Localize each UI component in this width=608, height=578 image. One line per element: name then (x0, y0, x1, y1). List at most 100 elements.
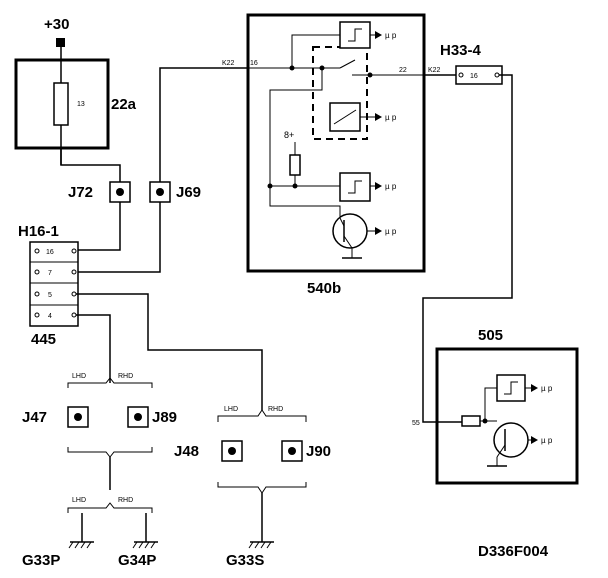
540b-switch-arm (339, 59, 356, 69)
ground-g33s-symbol (248, 541, 274, 549)
505-resistor (461, 415, 481, 427)
540b-supply-label: 8+ (284, 130, 294, 140)
connector-j89-label: J89 (152, 409, 177, 426)
540b-transistor-collector (339, 217, 345, 227)
connector-j47-pin (74, 413, 82, 421)
connector-j90-pin (288, 447, 296, 455)
connector-j72-label: J72 (68, 184, 93, 201)
connector-j89-pin (134, 413, 142, 421)
540b-internal-left (269, 68, 341, 218)
h16-pin-5: 5 (48, 292, 52, 299)
h16-pin-4-left (34, 312, 40, 318)
module-540b (246, 13, 426, 273)
h16-connector (29, 241, 79, 327)
connector-j69-pin (156, 188, 164, 196)
variant-rhd-2: RHD (118, 497, 133, 504)
540b-top-comparator-symbol (348, 28, 362, 42)
540b-transistor (332, 213, 368, 249)
540b-internal-top (291, 34, 340, 68)
connector-j48-pin (228, 447, 236, 455)
wire-code-left: K22 (222, 60, 235, 67)
540b-comparator-symbol (348, 180, 362, 194)
h16-pin-7: 7 (48, 270, 52, 277)
wire-h16-pin4 (76, 314, 111, 383)
module-505-pin: 55 (412, 420, 420, 427)
fuse-element (53, 82, 69, 126)
540b-switch-node (367, 72, 373, 78)
wire-fuse-j72 (60, 148, 121, 182)
module-505 (435, 347, 579, 485)
figure-id: D336F004 (478, 543, 549, 560)
bracket-j48-j90-bottom (217, 482, 307, 494)
ground-g33s-label: G33S (226, 552, 264, 569)
fuse-label: 22a (111, 96, 137, 113)
540b-mu-4: µ p (385, 227, 397, 236)
505-transistor-emitter (496, 444, 506, 458)
505-comparator-feed (484, 387, 497, 421)
variant-rhd-1: RHD (118, 373, 133, 380)
h16-pin-4: 4 (48, 313, 52, 320)
505-comparator (496, 374, 526, 402)
module-505-label: 505 (478, 327, 503, 344)
wire-j69-540b (159, 67, 248, 182)
505-mu-2: µ p (541, 436, 553, 445)
h16-pin-7-right (71, 269, 77, 275)
h16-label: H16-1 (18, 223, 59, 240)
ground-g34p-label: G34P (118, 552, 156, 569)
connector-j48-label: J48 (174, 443, 199, 460)
bracket-grounds-top (67, 502, 153, 513)
h16-pin-16-left (34, 248, 40, 254)
540b-relay-coil (329, 102, 361, 132)
fuse-box (14, 58, 110, 150)
fuse-number: 13 (77, 101, 85, 108)
h16-part: 445 (31, 331, 56, 348)
505-mu-1: µ p (541, 384, 553, 393)
ground-g33p-symbol (68, 541, 94, 549)
connector-j69-label: J69 (176, 184, 201, 201)
wire-h33-505 (422, 74, 513, 423)
wire-h16-pin5 (76, 293, 263, 410)
505-transistor (493, 422, 529, 458)
540b-comparator-arrow (375, 182, 382, 190)
variant-lhd-1: LHD (72, 373, 86, 380)
ground-g34p-symbol (132, 541, 158, 549)
connector-j47-label: J47 (22, 409, 47, 426)
505-transistor-arrow (531, 436, 538, 444)
wire-j72-h16 (76, 202, 121, 251)
wire-code-right: K22 (428, 67, 441, 74)
h16-pin-5-left (34, 291, 40, 297)
540b-relay-arrow (375, 113, 382, 121)
wire-j69-h16 (76, 202, 161, 273)
h16-pin-16: 16 (46, 249, 54, 256)
supply-label: +30 (44, 16, 69, 33)
540b-top-arrow (375, 31, 382, 39)
connector-j72-pin (116, 188, 124, 196)
h16-pin-16-right (71, 248, 77, 254)
h33-pin-left (458, 72, 464, 78)
bracket-j47-j89-top (67, 377, 153, 388)
module-540b-label: 540b (307, 280, 341, 297)
h33-label: H33-4 (440, 42, 482, 59)
540b-mu-2: µ p (385, 113, 397, 122)
540b-relay-coil-symbol (333, 109, 357, 125)
540b-node-1 (289, 65, 295, 71)
bracket-j47-j89-bottom (67, 447, 153, 458)
bracket-j48-j90-top (217, 409, 307, 422)
h16-pin-7-left (34, 269, 40, 275)
505-comparator-arrow (531, 384, 538, 392)
h33-pin: 16 (470, 73, 478, 80)
540b-mu-3: µ p (385, 182, 397, 191)
variant-rhd-3: RHD (268, 406, 283, 413)
540b-resistor (289, 154, 301, 176)
540b-transistor-emitter (343, 235, 353, 249)
variant-lhd-2: LHD (72, 497, 86, 504)
505-comparator-symbol (504, 381, 518, 395)
supply-terminal (56, 38, 65, 47)
pin-540b-right: 22 (399, 67, 407, 74)
ground-g33p-label: G33P (22, 552, 60, 569)
variant-lhd-3: LHD (224, 406, 238, 413)
pin-540b-left: 16 (250, 60, 258, 67)
540b-mu-1: µ p (385, 31, 397, 40)
connector-j90-label: J90 (306, 443, 331, 460)
